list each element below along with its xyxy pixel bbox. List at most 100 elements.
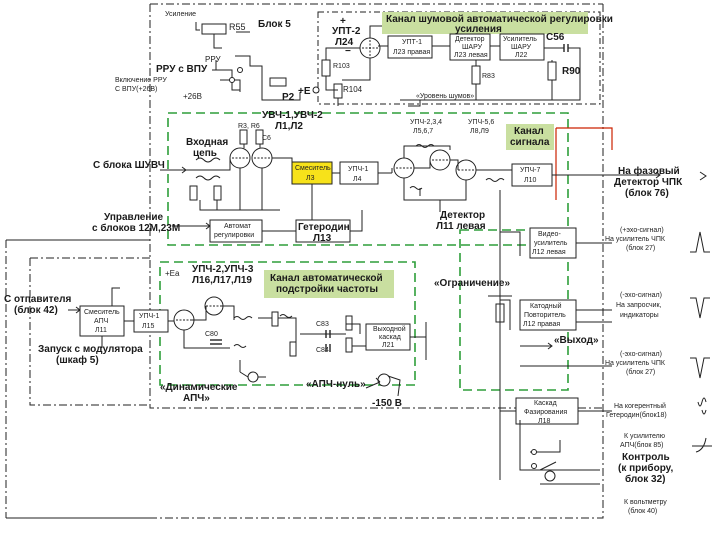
upt2-tube-grid	[362, 40, 378, 56]
c84-label: С84	[316, 347, 329, 354]
video-amp-label: Видео- усилитель Л12 левая	[532, 231, 569, 256]
apch-mixer-line2: АПЧ	[94, 318, 109, 325]
det-sharu-box	[449, 33, 491, 61]
apch-zero-arrow	[365, 375, 401, 397]
afc-tube-grids	[176, 305, 222, 321]
control-line2: с блоков 12М,23М	[92, 222, 180, 234]
ea-label: +Еа	[165, 269, 180, 278]
video-amp-line3: Л12 левая	[532, 249, 566, 256]
phase-det-line1: На фазовый	[618, 165, 680, 177]
control-instr-line1: Контроль	[622, 452, 670, 463]
echo-request-line2: На запросчик,	[616, 302, 662, 309]
control-instr-line2: (к прибору,	[618, 462, 673, 474]
phasing-line3: Л18	[538, 418, 550, 425]
voltmeter-label: К вольтметру (блок 40)	[624, 499, 669, 515]
uvch-title: УВЧ-1,УВЧ-2 Л1,Л2	[262, 110, 326, 132]
r90-label: R90	[562, 66, 581, 77]
signal-channel-line1: Канал	[514, 126, 544, 137]
echo-request-pulse	[690, 297, 710, 319]
r104-label: R104	[343, 85, 363, 94]
echo-request-wire	[576, 309, 612, 323]
relay-contact-a	[229, 77, 235, 83]
signal-channel-line2: сигнала	[510, 137, 550, 148]
dynamic-knob	[247, 371, 259, 383]
modulator-line2: (шкаф 5)	[56, 354, 99, 366]
apch-mixer-label: Смеситель АПЧ Л11	[84, 309, 122, 334]
cathode-follower-line2: Повторитель	[524, 312, 566, 319]
afc-title-bg	[264, 270, 394, 298]
afc-wiring	[183, 305, 368, 372]
echo-chpk1-line1: (+эхо-сигнал)	[620, 227, 664, 234]
cathode-follower-box	[519, 299, 577, 331]
to-apch-amp-line2: АПЧ(блок 85)	[620, 441, 664, 449]
exciter-wire	[68, 306, 81, 314]
voltmeter-line1: К вольтметру	[624, 499, 667, 506]
rru-wiring	[212, 55, 301, 101]
c56-cap	[563, 44, 569, 52]
afc-coils	[233, 314, 293, 348]
control-instr-line3: блок 32)	[625, 473, 666, 485]
c6-label: С6	[262, 135, 271, 142]
amp-sharu-label: Усилитель ШАРУ Л22	[503, 36, 539, 59]
c56-label: С56	[546, 32, 565, 43]
block5-label: Блок 5	[258, 19, 291, 30]
det-sharu-label: Детектор ШАРУ Л23 левая	[454, 36, 488, 59]
apch-zero-label: «АПЧ-нуль»	[306, 379, 366, 390]
auto-ctrl-label: Автомат регулировки	[214, 223, 254, 239]
p2-label: P2	[282, 92, 295, 103]
echo-chpk2-line1: (-эхо-сигнал)	[620, 351, 662, 358]
noise-agc-title: Канал шумовой автоматической регулировки…	[386, 14, 616, 35]
output-cascade-box	[365, 323, 411, 351]
noise-agc-title-bg	[382, 12, 588, 34]
upt2-label: УПТ-2 Л24	[332, 26, 363, 48]
upch-afc-line2: Л16,Л17,Л19	[192, 275, 252, 286]
switch-pole-b	[531, 463, 537, 469]
phase-det-line2: Детектор ЧПК	[614, 177, 683, 188]
upt1-l23-box	[387, 35, 433, 59]
limiting-label: «Ограничение»	[434, 278, 510, 289]
to-apch-amp-line1: К усилителю	[624, 433, 665, 440]
control-label: Управление с блоков 12М,23М	[92, 212, 180, 234]
auto-ctrl-line2: регулировки	[214, 232, 254, 239]
noise-arrow	[408, 100, 421, 107]
minus150-label: -150 В	[372, 398, 402, 409]
outer-frame	[5, 4, 604, 519]
r3r6-label: R3, R6	[238, 123, 260, 130]
signal-channel-bg	[506, 124, 554, 150]
control-instr-label: Контроль (к прибору, блок 32)	[618, 452, 676, 485]
signal-channel-label: Канал сигнала	[510, 126, 550, 148]
uvch-title-line2: Л1,Л2	[275, 121, 303, 132]
upch-afc-title: УПЧ-2,УПЧ-3 Л16,Л17,Л19	[192, 264, 256, 286]
echo-chpk2-line2: На усилитель ЧПК	[605, 360, 666, 367]
det-sharu-line1: Детектор	[455, 36, 485, 43]
uvch-title-line1: УВЧ-1,УВЧ-2	[262, 110, 323, 121]
to-apch-amp-label: К усилителю АПЧ(блок 85)	[620, 433, 667, 449]
mixer-line2: Л3	[306, 175, 315, 182]
upch234-line1: УПЧ-2,3,4	[410, 119, 442, 126]
c83-label: С83	[316, 321, 329, 328]
upch568-line2: Л8,Л9	[470, 128, 489, 135]
r55-resistor	[201, 23, 227, 35]
apch-mixer-box	[79, 305, 125, 337]
echo-request-label: (-эхо-сигнал) На запросчик, индикаторы	[616, 292, 664, 319]
input-circuit-label: Входная цепь	[186, 137, 231, 159]
switch-arrow	[539, 461, 557, 471]
cathode-follower-label: Катодный Повторитель Л12 правая	[523, 302, 568, 328]
switch-pole-a	[531, 449, 537, 455]
e-plus-label: +E	[298, 86, 311, 97]
r103-resistor	[321, 59, 331, 77]
upch1-l4-label: УПЧ-1 Л4	[348, 166, 370, 183]
r83-label: R83	[482, 73, 495, 80]
upch-wiring	[391, 145, 512, 212]
from-shuvch-label: С блока ШУВЧ	[93, 159, 165, 171]
input-coils	[195, 157, 221, 181]
upch7-out-wire	[552, 171, 661, 179]
det-sharu-line3: Л23 левая	[454, 52, 488, 59]
upt1-l23-line1: УПТ-1	[402, 39, 422, 46]
c80-cap	[210, 339, 222, 345]
dynamic-wire	[239, 371, 266, 378]
upch7-line1: УПЧ-7	[520, 167, 540, 174]
rru-on-label: Включение РРУ С ВПУ(+26В)	[115, 77, 169, 93]
afc-res-d	[345, 337, 353, 353]
